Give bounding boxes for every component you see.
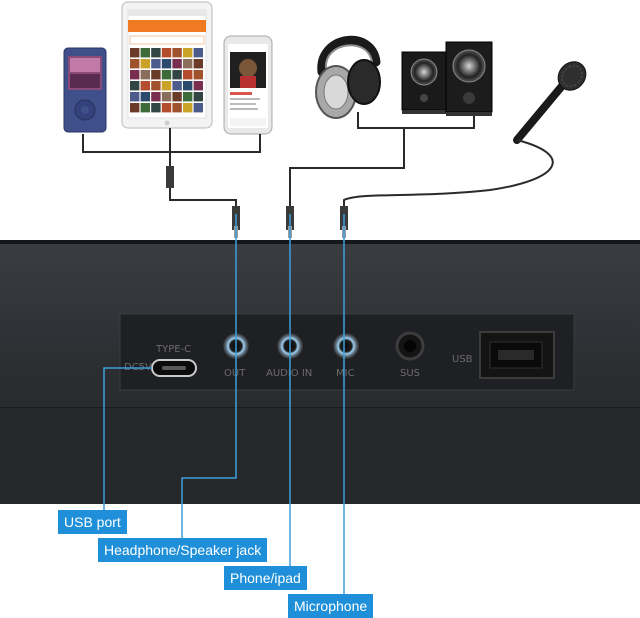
audio-plugs bbox=[166, 166, 348, 238]
connector-panel: TYPE-C DC5V OUT AUDIO IN MIC SUS USB bbox=[119, 313, 575, 391]
speakers-icon bbox=[401, 41, 493, 116]
callout-usb-port: USB port bbox=[58, 510, 127, 534]
callout-headphone-jack: Headphone/Speaker jack bbox=[98, 538, 268, 562]
callout-phone-ipad: Phone/ipad bbox=[224, 566, 307, 590]
headphones-icon bbox=[315, 35, 381, 119]
tablet-icon bbox=[121, 1, 213, 129]
label-sus: SUS bbox=[400, 368, 420, 379]
label-out: OUT bbox=[224, 368, 246, 379]
label-mic: MIC bbox=[336, 368, 355, 379]
mp3-player-icon bbox=[63, 47, 107, 133]
label-type-c: TYPE-C bbox=[155, 344, 191, 355]
label-usb: USB bbox=[452, 354, 473, 365]
smartphone-icon bbox=[223, 35, 273, 135]
label-audio-in: AUDIO IN bbox=[266, 368, 312, 379]
callout-lines bbox=[103, 214, 345, 594]
microphone-icon bbox=[513, 61, 587, 144]
mic-jack[interactable] bbox=[333, 333, 359, 359]
callout-microphone: Microphone bbox=[288, 594, 374, 618]
